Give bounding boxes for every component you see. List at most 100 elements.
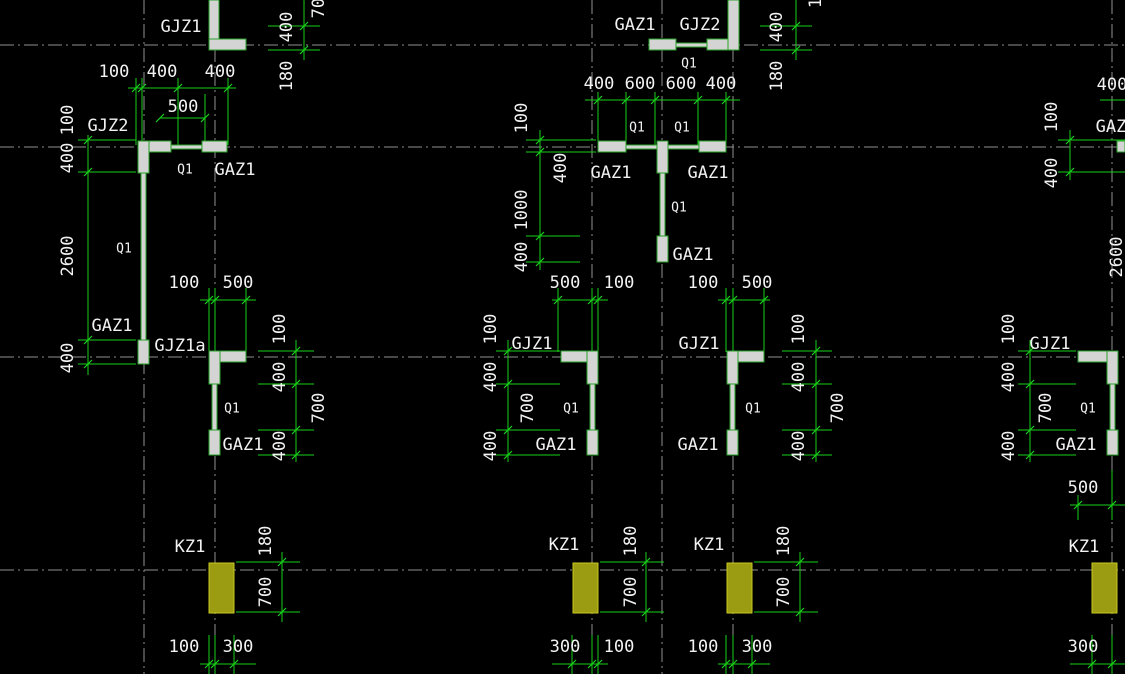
dimension-tick: [1073, 500, 1083, 510]
dimension-text: 1000: [512, 190, 532, 231]
dimension-text: 300: [1068, 637, 1099, 657]
dimension-text: 1: [806, 0, 826, 8]
dimension-tick: [795, 557, 805, 567]
wall-segment: [656, 235, 669, 263]
column-kz1: [208, 562, 235, 614]
dimension-tick: [204, 659, 214, 669]
dimension-text: 500: [742, 273, 773, 293]
dimension-text: 600: [625, 74, 656, 94]
dimension-text: 400: [270, 431, 290, 462]
dimension-text: 400: [58, 343, 78, 374]
dimension-text: 180: [767, 61, 787, 92]
dimension-text: 400: [512, 242, 532, 273]
dimension-tick: [241, 295, 251, 305]
dimension-text: 100: [169, 273, 200, 293]
label-gaz1: GAZ1: [678, 435, 719, 455]
dimension-text: 300: [742, 637, 773, 657]
dimension-tick: [1025, 379, 1035, 389]
dimension-tick: [587, 295, 597, 305]
dimension-tick: [535, 257, 545, 267]
dimension-tick: [299, 21, 309, 31]
dimension-text: 100: [604, 637, 635, 657]
dimension-tick: [210, 659, 220, 669]
dimension-text: 400: [789, 431, 809, 462]
label-q1: Q1: [629, 121, 645, 136]
dimension-text: 700: [256, 577, 276, 608]
dimension-text: 700: [1036, 393, 1056, 424]
dimension-tick: [277, 557, 287, 567]
dimension-text: 400: [706, 74, 737, 94]
dimension-tick: [137, 83, 147, 93]
dimension-tick: [693, 95, 703, 105]
dimension-tick: [721, 659, 731, 669]
wall-segment: [667, 144, 700, 150]
wall-segment: [208, 429, 221, 456]
wall-segment: [586, 350, 599, 385]
walls: [137, 0, 1125, 456]
dimension-tick: [650, 95, 660, 105]
dimension-text: 400: [1042, 158, 1062, 189]
label-kz1: KZ1: [549, 535, 580, 555]
dimension-text: 100: [99, 62, 130, 82]
dimension-tick: [83, 359, 93, 369]
dimension-text: 100: [1042, 102, 1062, 133]
dimension-text: 100: [512, 103, 532, 134]
wall-segment: [201, 140, 228, 153]
dimension-text: 400: [1097, 75, 1125, 95]
label-gaz1: GAZ1: [1056, 435, 1097, 455]
dimension-ticks: [83, 21, 1117, 669]
label-kz1: KZ1: [175, 537, 206, 557]
wall-segment: [589, 383, 596, 431]
dimension-text: 400: [481, 362, 501, 393]
dimension-text: 400: [58, 143, 78, 174]
dimension-text: 700: [518, 393, 538, 424]
dimension-tick: [291, 425, 301, 435]
dimension-text: 500: [168, 97, 199, 117]
dimension-tick: [204, 295, 214, 305]
wall-segment: [137, 339, 150, 365]
label-gjz1: GJZ1: [679, 334, 720, 354]
dimension-text: 180: [621, 526, 641, 557]
dimension-tick: [291, 346, 301, 356]
dimension-tick: [795, 607, 805, 617]
dimension-tick: [641, 607, 651, 617]
dimension-tick: [210, 295, 220, 305]
dimension-text: 700: [828, 393, 848, 424]
dimension-text: 700: [309, 0, 329, 18]
column-kz1: [726, 562, 753, 614]
label-gaz: GAZ: [1096, 117, 1125, 137]
dimension-tick: [728, 659, 738, 669]
dimension-tick: [1087, 659, 1097, 669]
dimension-tick: [593, 95, 603, 105]
dimension-tick: [567, 659, 577, 669]
dimension-tick: [131, 83, 141, 93]
label-q1: Q1: [224, 402, 240, 417]
wall-segment: [1109, 383, 1116, 431]
dimension-text: 100: [688, 637, 719, 657]
wall-segment: [140, 172, 147, 341]
dimension-tick: [299, 45, 309, 55]
label-q1: Q1: [116, 242, 132, 257]
dimension-text: 100: [789, 314, 809, 345]
dimension-tick: [1107, 659, 1117, 669]
dimension-text: 400: [147, 62, 178, 82]
label-gjz1: GJZ1: [512, 334, 553, 354]
dimension-tick: [621, 95, 631, 105]
label-q1: Q1: [177, 163, 193, 178]
label-gaz1: GAZ1: [591, 163, 632, 183]
column-kz1: [1091, 562, 1118, 614]
dimension-tick: [759, 295, 769, 305]
dimension-tick: [811, 379, 821, 389]
dimension-tick: [721, 295, 731, 305]
dimension-tick: [223, 83, 233, 93]
dimension-tick: [535, 147, 545, 157]
dimension-text: 180: [774, 526, 794, 557]
label-kz1: KZ1: [1069, 537, 1100, 557]
label-q1: Q1: [563, 402, 579, 417]
dimension-text: 600: [666, 74, 697, 94]
dimension-text: 100: [688, 273, 719, 293]
label-gjz2: GJZ2: [88, 116, 129, 136]
wall-segment: [659, 172, 666, 237]
dimension-text: 700: [621, 577, 641, 608]
